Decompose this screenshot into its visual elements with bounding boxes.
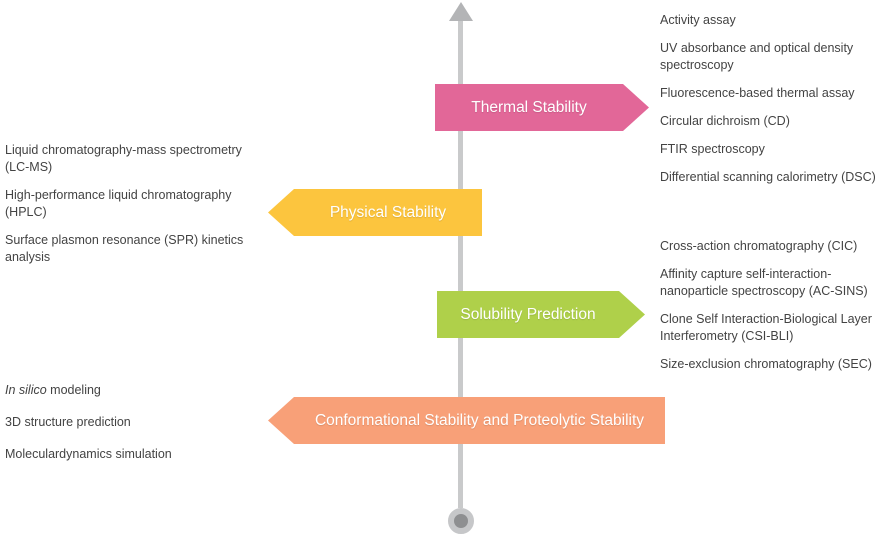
method-item: 3D structure prediction bbox=[5, 415, 131, 429]
method-item: Differential scanning calorimetry (DSC) bbox=[660, 170, 876, 184]
solubility-methods-list: Cross-action chromatography (CIC) Affini… bbox=[660, 238, 890, 384]
banner-label: Physical Stability bbox=[329, 203, 447, 221]
method-item: Moleculardynamics simulation bbox=[5, 447, 172, 461]
method-item: Activity assay bbox=[660, 13, 736, 27]
method-item: FTIR spectroscopy bbox=[660, 142, 765, 156]
conformational-methods-list: In silico modeling 3D structure predicti… bbox=[5, 382, 263, 478]
thermal-methods-list: Activity assay UV absorbance and optical… bbox=[660, 12, 890, 197]
banner-conformational-proteolytic-stability: Conformational Stability and Proteolytic… bbox=[268, 397, 665, 444]
method-item-italic: In silico bbox=[5, 383, 47, 397]
method-item: Affinity capture self-interaction-nanopa… bbox=[660, 267, 868, 298]
method-item: Size-exclusion chromatography (SEC) bbox=[660, 357, 872, 371]
method-item: Liquid chromatography-mass spectrometry … bbox=[5, 143, 242, 174]
method-item: In silico modeling bbox=[5, 382, 263, 399]
method-item: Clone Self Interaction-Biological Layer … bbox=[660, 312, 872, 343]
banner-label: Thermal Stability bbox=[471, 98, 587, 116]
method-item-text: modeling bbox=[46, 383, 101, 397]
banner-solubility-prediction: Solubility Prediction bbox=[437, 291, 645, 338]
method-item: Circular dichroism (CD) bbox=[660, 114, 790, 128]
physical-methods-list: Liquid chromatography-mass spectrometry … bbox=[5, 142, 263, 277]
method-item: Cross-action chromatography (CIC) bbox=[660, 239, 858, 253]
banner-label: Conformational Stability and Proteolytic… bbox=[314, 411, 645, 429]
banner-label: Solubility Prediction bbox=[460, 305, 596, 323]
method-item: Surface plasmon resonance (SPR) kinetics… bbox=[5, 233, 244, 264]
timeline-endpoint-icon bbox=[448, 508, 474, 534]
timeline-axis bbox=[458, 18, 463, 508]
banner-thermal-stability: Thermal Stability bbox=[435, 84, 649, 131]
method-item: UV absorbance and optical density spectr… bbox=[660, 41, 854, 72]
timeline-arrowhead-icon bbox=[449, 2, 473, 21]
method-item: Fluorescence-based thermal assay bbox=[660, 86, 855, 100]
method-item: High-performance liquid chromatography (… bbox=[5, 188, 232, 219]
banner-physical-stability: Physical Stability bbox=[268, 189, 482, 236]
